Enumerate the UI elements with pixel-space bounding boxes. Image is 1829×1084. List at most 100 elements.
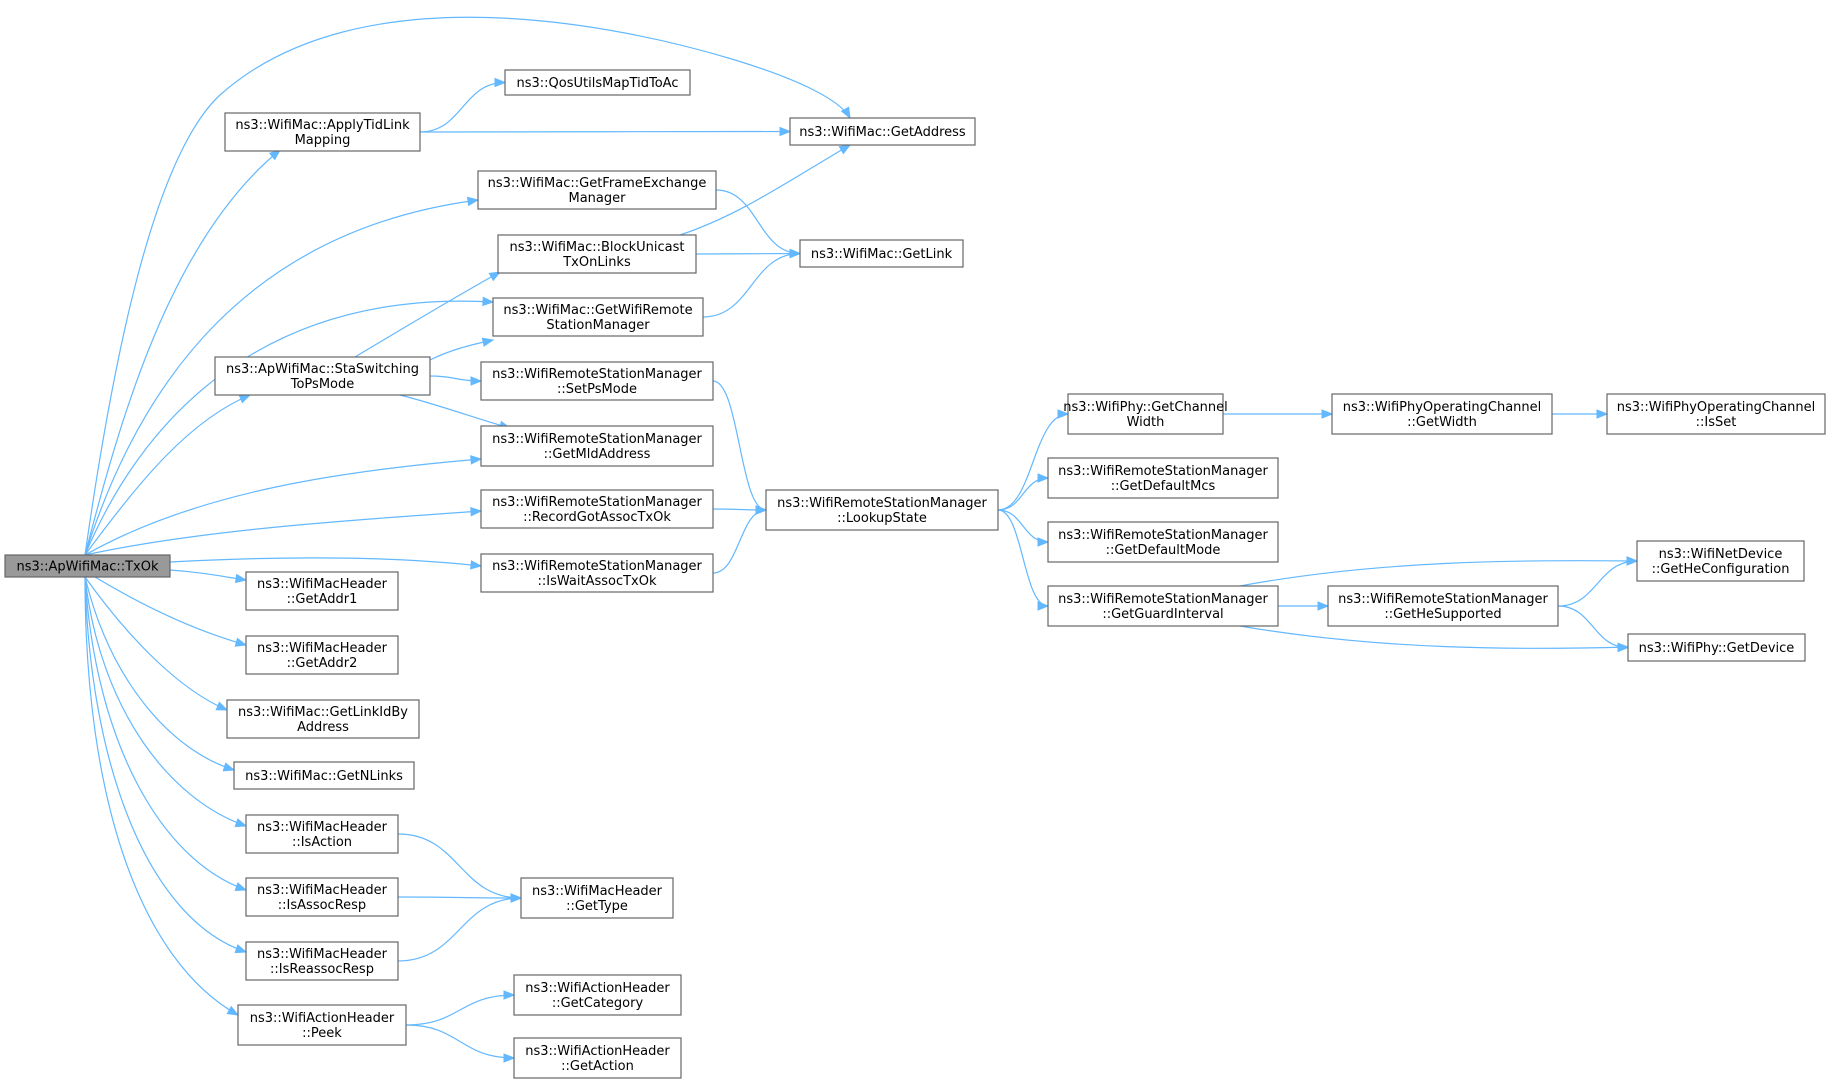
node-box	[1606, 393, 1826, 435]
node-box	[214, 356, 431, 396]
node-defmode[interactable]: ns3::WifiRemoteStationManager::GetDefaul…	[1047, 521, 1279, 563]
node-defmcs[interactable]: ns3::WifiRemoteStationManager::GetDefaul…	[1047, 457, 1279, 499]
edge-guard-to-getdevice	[1239, 625, 1630, 653]
node-label: ns3::WifiMac::GetLinkIdBy	[238, 705, 408, 720]
node-getwrsm[interactable]: ns3::WifiMac::GetWifiRemoteStationManage…	[492, 297, 704, 337]
node-box	[504, 69, 691, 96]
edge-txok-to-getmld	[84, 455, 483, 556]
node-heconf[interactable]: ns3::WifiNetDevice::GetHeConfiguration	[1636, 540, 1805, 582]
edge-txok-to-getaddress	[84, 16, 851, 556]
node-label: ::GetHeSupported	[1384, 607, 1501, 622]
node-label: ns3::WifiRemoteStationManager	[1058, 528, 1268, 543]
node-getaddress[interactable]: ns3::WifiMac::GetAddress	[789, 117, 976, 146]
node-getmld[interactable]: ns3::WifiRemoteStationManager::GetMldAdd…	[480, 425, 714, 467]
node-opchwidth[interactable]: ns3::WifiPhyOperatingChannel::GetWidth	[1331, 393, 1553, 435]
node-recordgot[interactable]: ns3::WifiRemoteStationManager::RecordGot…	[480, 489, 714, 529]
edge-txok-to-getwrsm	[84, 296, 495, 556]
node-box	[765, 489, 999, 531]
node-guard[interactable]: ns3::WifiRemoteStationManager::GetGuardI…	[1047, 585, 1279, 627]
node-qos[interactable]: ns3::QosUtilsMapTidToAc	[504, 69, 691, 96]
node-nlinks[interactable]: ns3::WifiMac::GetNLinks	[233, 761, 415, 790]
arrowhead-icon	[226, 1005, 240, 1016]
arrowhead-icon	[470, 376, 483, 386]
node-label: ns3::WifiActionHeader	[525, 981, 670, 996]
arrowhead-icon	[238, 394, 252, 404]
node-label: Mapping	[295, 133, 351, 148]
node-txok[interactable]: ns3::ApWifiMac::TxOk	[4, 554, 171, 578]
node-label: ns3::WifiMac::ApplyTidLink	[235, 118, 410, 133]
node-getaction[interactable]: ns3::WifiActionHeader::GetAction	[513, 1037, 682, 1079]
edge-line	[84, 576, 247, 827]
node-box	[492, 297, 704, 337]
edge-opchwidth-to-isset	[1551, 409, 1609, 419]
arrowhead-icon	[234, 637, 248, 647]
node-peek[interactable]: ns3::WifiActionHeader::Peek	[237, 1004, 407, 1046]
node-isassoc[interactable]: ns3::WifiMacHeader::IsAssocResp	[245, 877, 399, 917]
node-label: ::GetHeConfiguration	[1652, 562, 1790, 577]
edge-line	[169, 569, 247, 581]
node-label: ns3::WifiRemoteStationManager	[1338, 592, 1548, 607]
node-label: ns3::WifiMacHeader	[257, 883, 388, 898]
node-box	[237, 1004, 407, 1046]
arrowhead-icon	[503, 1053, 516, 1063]
node-isreassoc[interactable]: ns3::WifiMacHeader::IsReassocResp	[245, 941, 399, 981]
edge-guard-to-heconf	[1239, 556, 1639, 587]
edge-getchwidth-to-opchwidth	[1222, 409, 1334, 419]
node-label: ::RecordGotAssocTxOk	[523, 510, 671, 525]
node-isset[interactable]: ns3::WifiPhyOperatingChannel::IsSet	[1606, 393, 1826, 435]
node-label: ns3::WifiMac::GetLink	[811, 247, 953, 262]
node-box	[1047, 521, 1279, 563]
edge-isaction-to-gettype	[397, 833, 523, 903]
node-label: ::GetCategory	[552, 996, 644, 1011]
edge-line	[997, 509, 1049, 607]
node-iswait[interactable]: ns3::WifiRemoteStationManager::IsWaitAss…	[480, 553, 714, 593]
arrowhead-icon	[779, 126, 792, 137]
node-getdevice[interactable]: ns3::WifiPhy::GetDevice	[1627, 633, 1806, 662]
node-hesupp[interactable]: ns3::WifiRemoteStationManager::GetHeSupp…	[1327, 585, 1559, 627]
edge-txok-to-nlinks	[84, 576, 236, 772]
node-setpsmode[interactable]: ns3::WifiRemoteStationManager::SetPsMode	[480, 361, 714, 401]
arrowhead-icon	[470, 560, 483, 570]
node-addr1[interactable]: ns3::WifiMacHeader::GetAddr1	[245, 571, 399, 611]
node-addr2[interactable]: ns3::WifiMacHeader::GetAddr2	[245, 635, 399, 675]
arrowhead-icon	[234, 882, 248, 892]
arrowhead-icon	[234, 573, 248, 584]
edge-guard-to-hesupp	[1278, 601, 1330, 611]
node-gettype[interactable]: ns3::WifiMacHeader::GetType	[520, 877, 674, 919]
edge-txok-to-linkid	[84, 576, 229, 711]
edge-line	[84, 576, 247, 891]
edge-setpsmode-to-lookup	[712, 380, 768, 515]
edge-applytid-to-qos	[419, 77, 507, 133]
node-box	[497, 234, 697, 274]
arrowhead-icon	[1037, 601, 1050, 611]
node-box	[1627, 633, 1806, 662]
arrowhead-icon	[222, 762, 236, 772]
arrowhead-icon	[789, 248, 802, 259]
arrowhead-icon	[1617, 642, 1630, 653]
edge-line	[712, 509, 767, 574]
arrowhead-icon	[1321, 409, 1334, 419]
node-getcat[interactable]: ns3::WifiActionHeader::GetCategory	[513, 974, 682, 1016]
node-isaction[interactable]: ns3::WifiMacHeader::IsAction	[245, 814, 399, 854]
node-box	[513, 974, 682, 1016]
node-label: ns3::WifiRemoteStationManager	[492, 495, 702, 510]
edge-line	[997, 413, 1069, 511]
node-getlink[interactable]: ns3::WifiMac::GetLink	[799, 239, 964, 268]
arrowhead-icon	[840, 106, 851, 120]
edge-line	[84, 576, 235, 771]
node-label: ::IsAction	[292, 835, 352, 850]
arrowhead-icon	[503, 990, 516, 1000]
node-box	[480, 425, 714, 467]
edge-line	[695, 252, 801, 255]
edge-lookup-to-getchwidth	[997, 409, 1070, 511]
node-lookup[interactable]: ns3::WifiRemoteStationManager::LookupSta…	[765, 489, 999, 531]
node-label: ::IsSet	[1696, 415, 1737, 430]
node-label: ns3::WifiMacHeader	[257, 577, 388, 592]
